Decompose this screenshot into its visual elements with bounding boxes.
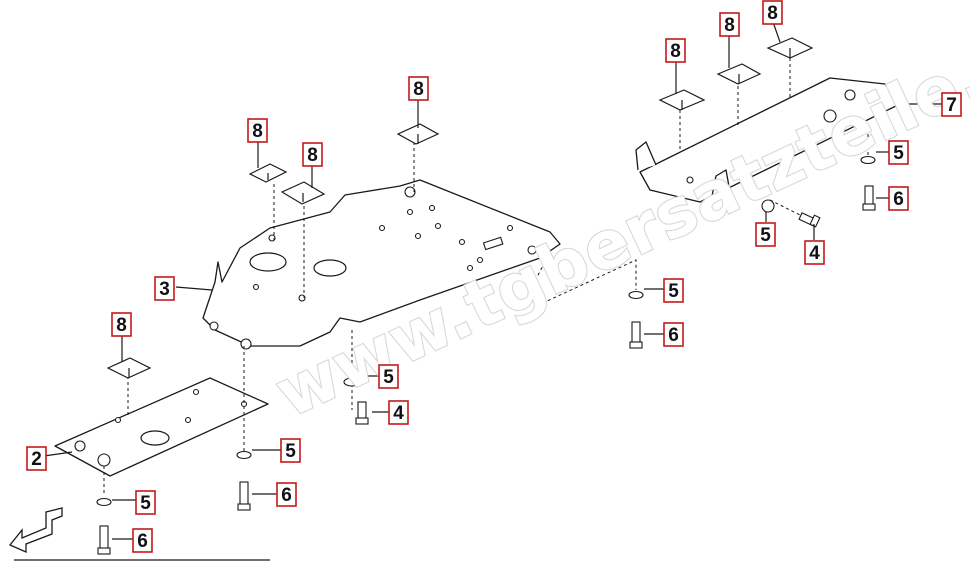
washer-icon [628,290,644,300]
callout-box [276,482,297,507]
callout-c8-g: 8 [762,0,783,25]
bolt-icon [97,525,111,555]
callout-box [280,438,301,463]
callout-c4-a: 4 [804,240,825,265]
callout-c8-c: 8 [408,76,429,101]
nut-plate-icon [658,89,706,111]
assembly-dash-lines [103,58,869,496]
callout-c6-c: 6 [276,482,297,507]
callout-box [154,276,175,301]
callout-number: 5 [140,493,151,514]
bolt-icon [798,212,821,228]
nut-plate-icon [716,63,762,85]
callout-c8-f: 8 [719,12,740,37]
callout-box [132,528,153,553]
callout-box [378,364,399,389]
callout-number: 8 [413,79,424,100]
callout-c7: 7 [941,92,962,117]
callout-number: 4 [809,243,820,264]
callout-box [755,222,776,247]
callout-layer: 8 8 8 8 8 8 8 7 5 6 5 4 3 5 6 5 4 2 5 6 5 6 [26,0,962,553]
callout-number: 5 [760,225,771,246]
callout-box [719,12,740,37]
callout-c6-b: 6 [663,322,684,347]
washer-icon [761,199,775,213]
washer-icon [860,155,876,165]
nut-plate-icon [396,123,440,145]
callout-c8-a: 8 [247,118,268,143]
callout-number: 8 [724,15,735,36]
callout-number: 6 [893,189,904,210]
callout-c3: 3 [154,276,175,301]
bolt-icon [237,481,251,511]
callout-c5-e: 5 [280,438,301,463]
callout-box [804,240,825,265]
skid-plate-center [202,179,561,350]
callout-box [663,322,684,347]
nut-plate-icon [280,181,326,205]
callout-c8-d: 8 [111,312,132,337]
callout-number: 2 [31,449,42,470]
callout-c8-b: 8 [302,142,323,167]
callout-box [665,38,686,63]
callout-box [388,400,409,425]
callout-c6-d: 6 [132,528,153,553]
callout-c5-d: 5 [378,364,399,389]
callout-number: 8 [252,121,263,142]
washer-icon [96,497,112,507]
callout-box [888,186,909,211]
callout-box [111,312,132,337]
callout-leaders [43,21,942,540]
callout-number: 7 [946,95,957,116]
callout-box [302,142,323,167]
callout-number: 8 [307,145,318,166]
callout-c5-c: 5 [663,278,684,303]
callout-c8-e: 8 [665,38,686,63]
bolt-icon [629,321,643,349]
callout-box [26,446,47,471]
skid-plate-rear [635,77,901,203]
nut-plate-icon [766,37,814,59]
callout-box [247,118,268,143]
callout-box [408,76,429,101]
callout-box [135,490,156,515]
callout-number: 8 [767,3,778,24]
callout-c5-f: 5 [135,490,156,515]
callout-c6-a: 6 [888,186,909,211]
callout-number: 5 [383,367,394,388]
callout-box [762,0,783,25]
callout-number: 3 [159,279,170,300]
washers [96,155,876,507]
callout-c5-b: 5 [755,222,776,247]
nut-plate-icon [248,163,288,183]
bolt-icon [862,185,876,211]
callout-number: 5 [893,143,904,164]
callout-number: 8 [116,315,127,336]
washer-icon [236,450,252,460]
skid-plate-front [54,377,269,477]
callout-number: 6 [281,485,292,506]
washer-icon [343,377,361,387]
callout-number: 5 [285,441,296,462]
callout-c5-a: 5 [888,140,909,165]
callout-number: 8 [670,41,681,62]
bolts [97,185,876,555]
nut-plate-icon [106,357,152,379]
front-direction-arrow-icon [8,507,270,561]
callout-number: 4 [393,403,404,424]
callout-number: 5 [668,281,679,302]
callout-box [663,278,684,303]
callout-box [888,140,909,165]
callout-number: 6 [668,325,679,346]
callout-c4-b: 4 [388,400,409,425]
callout-c2: 2 [26,446,47,471]
callout-box [941,92,962,117]
bolt-icon [355,401,369,425]
callout-number: 6 [137,531,148,552]
